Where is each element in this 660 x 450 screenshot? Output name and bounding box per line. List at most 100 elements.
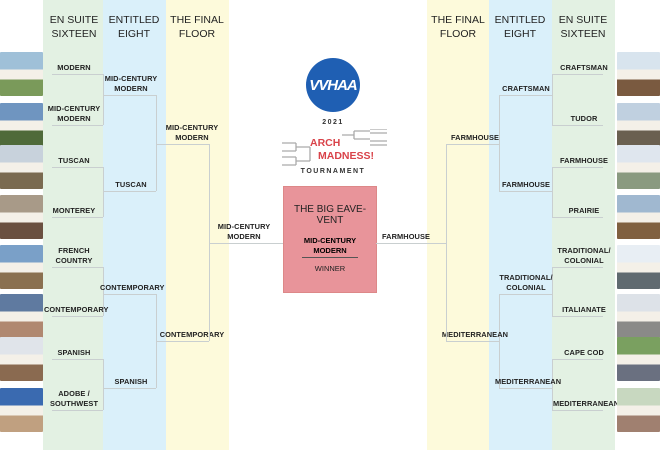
- madness-title: MADNESS!: [318, 150, 375, 162]
- right-r16-line: [552, 410, 603, 411]
- left-house-photo-icon: [0, 294, 43, 338]
- right-r16-team[interactable]: CRAFTSMAN: [560, 63, 608, 72]
- left-round4-column: [166, 0, 229, 450]
- left-round8-column: [103, 0, 166, 450]
- right-r16-line: [552, 359, 603, 360]
- left-r8-team[interactable]: SPANISH: [114, 377, 148, 386]
- left-house-photo-icon: [0, 195, 43, 239]
- right-r8-team[interactable]: CRAFTSMAN: [502, 84, 550, 93]
- right-r16-team[interactable]: CAPE COD: [564, 348, 604, 357]
- left-r8-team[interactable]: MID-CENTURY MODERN: [104, 74, 158, 93]
- right-header-round4: THE FINAL FLOOR: [431, 14, 485, 40]
- right-r8-line: [499, 95, 552, 96]
- left-r16-connector: [103, 267, 104, 316]
- left-header-round4: THE FINAL FLOOR: [170, 14, 224, 40]
- right-house-photo-icon: [617, 145, 660, 189]
- right-r16-line: [552, 167, 603, 168]
- right-r16-line: [552, 267, 603, 268]
- tournament-label: TOURNAMENT: [300, 168, 366, 175]
- vvhaa-logo: VVHAA: [306, 58, 360, 112]
- left-r8-line: [103, 191, 156, 192]
- winner-name: MID-CENTURY MODERN: [302, 236, 358, 258]
- left-house-photo-icon: [0, 52, 43, 96]
- left-r16-connector: [103, 167, 104, 217]
- left-r4-team[interactable]: CONTEMPORARY: [159, 330, 225, 339]
- left-r4-line: [156, 341, 209, 342]
- left-r16-line: [52, 359, 103, 360]
- right-house-photo-icon: [617, 52, 660, 96]
- winner-title: THE BIG EAVE-VENT: [293, 204, 367, 226]
- left-house-photo-icon: [0, 145, 43, 189]
- left-house-photo-icon: [0, 388, 43, 432]
- right-house-photo-icon: [617, 103, 660, 147]
- right-r8-connector: [499, 294, 500, 388]
- left-r4-team[interactable]: MID-CENTURY MODERN: [165, 123, 219, 142]
- left-r8-connector: [156, 95, 157, 191]
- left-round16-column: [43, 0, 103, 450]
- right-r8-line: [499, 388, 552, 389]
- right-r8-team[interactable]: MEDITERRANEAN: [495, 377, 562, 386]
- right-r16-team[interactable]: FARMHOUSE: [559, 156, 609, 165]
- right-r16-team[interactable]: ITALIANATE: [562, 305, 606, 314]
- right-round4-column: [427, 0, 489, 450]
- left-r8-team[interactable]: CONTEMPORARY: [100, 283, 165, 292]
- right-finalist[interactable]: FARMHOUSE: [381, 232, 431, 241]
- right-r16-line: [552, 316, 603, 317]
- right-r16-line: [552, 125, 603, 126]
- right-r16-team[interactable]: PRAIRIE: [568, 206, 600, 215]
- year-label: 2021: [322, 119, 344, 126]
- right-r16-connector: [552, 267, 553, 316]
- left-house-photo-icon: [0, 337, 43, 381]
- right-house-photo-icon: [617, 294, 660, 338]
- left-r16-line: [52, 167, 103, 168]
- left-r16-connector: [103, 74, 104, 125]
- right-r8-line: [499, 191, 552, 192]
- left-r8-team[interactable]: TUSCAN: [115, 180, 147, 189]
- winner-box: THE BIG EAVE-VENT MID-CENTURY MODERN WIN…: [283, 186, 377, 293]
- left-r8-line: [103, 95, 156, 96]
- left-r4-line: [156, 144, 209, 145]
- right-r8-team[interactable]: FARMHOUSE: [501, 180, 551, 189]
- left-final-line: [209, 243, 283, 244]
- right-r16-team[interactable]: TUDOR: [570, 114, 598, 123]
- right-r16-connector: [552, 74, 553, 125]
- right-header-round8: ENTITLED EIGHT: [494, 14, 546, 40]
- left-header-round16: EN SUITE SIXTEEN: [49, 14, 99, 40]
- left-r16-line: [52, 267, 103, 268]
- right-r16-connector: [552, 167, 553, 217]
- right-r8-team[interactable]: TRADITIONAL/ COLONIAL: [499, 273, 553, 292]
- left-r16-team[interactable]: SPANISH: [57, 348, 91, 357]
- right-r4-team[interactable]: FARMHOUSE: [450, 133, 500, 142]
- left-r16-team[interactable]: CONTEMPORARY: [44, 305, 109, 314]
- right-house-photo-icon: [617, 245, 660, 289]
- left-house-photo-icon: [0, 103, 43, 147]
- left-r4-connector: [209, 144, 210, 341]
- left-r16-team[interactable]: FRENCH COUNTRY: [55, 246, 93, 265]
- right-final-line: [376, 243, 446, 244]
- left-r16-team[interactable]: MONTEREY: [52, 206, 96, 215]
- right-house-photo-icon: [617, 388, 660, 432]
- left-r16-team[interactable]: MID-CENTURY MODERN: [47, 104, 101, 123]
- left-r16-team[interactable]: ADOBE / SOUTHWEST: [49, 389, 99, 408]
- left-r16-line: [52, 410, 103, 411]
- right-r4-connector: [446, 144, 447, 341]
- bracket-graphic-icon: [282, 129, 387, 166]
- arch-title: ARCH: [310, 137, 341, 149]
- right-r4-team[interactable]: MEDITERRANEAN: [441, 330, 509, 339]
- winner-label: WINNER: [314, 264, 346, 273]
- left-r16-team[interactable]: MODERN: [57, 63, 91, 72]
- right-house-photo-icon: [617, 195, 660, 239]
- right-r16-team[interactable]: TRADITIONAL/ COLONIAL: [557, 246, 611, 265]
- right-r16-team[interactable]: MEDITERRANEAN: [553, 399, 620, 408]
- right-r4-line: [446, 341, 499, 342]
- left-r16-line: [52, 217, 103, 218]
- left-finalist[interactable]: MID-CENTURY MODERN: [217, 222, 271, 241]
- right-r16-line: [552, 217, 603, 218]
- left-r16-team[interactable]: TUSCAN: [58, 156, 90, 165]
- right-round16-column: [552, 0, 615, 450]
- right-r4-line: [446, 144, 499, 145]
- right-r8-line: [499, 294, 552, 295]
- left-r8-line: [103, 388, 156, 389]
- right-header-round16: EN SUITE SIXTEEN: [558, 14, 608, 40]
- left-r16-line: [52, 316, 103, 317]
